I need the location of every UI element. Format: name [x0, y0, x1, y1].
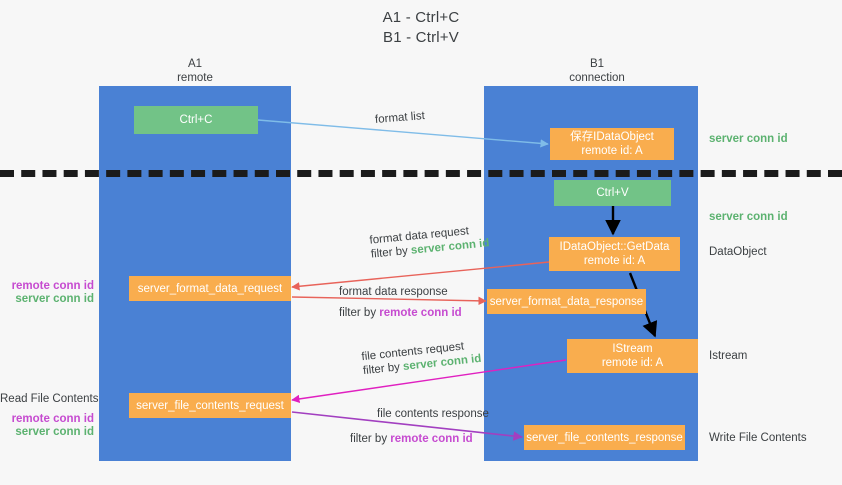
- side-label-remote-conn-id-lower: remote conn id: [11, 413, 94, 425]
- phase-separator: [0, 170, 842, 177]
- page-title: A1 - Ctrl+C B1 - Ctrl+V: [0, 8, 842, 48]
- side-label-read-file-contents: Read File Contents: [0, 393, 99, 405]
- node-save-idataobject-remote-id: remote id: A: [581, 145, 643, 157]
- side-label-server-conn-id-upper: server conn id: [15, 293, 94, 305]
- side-label-server-conn-id-second: server conn id: [709, 211, 788, 223]
- side-label-remote-conn-id-upper: remote conn id: [11, 280, 94, 292]
- lane-a1-name: A1: [187, 58, 203, 70]
- node-istream-label: IStream: [612, 343, 653, 355]
- node-server-file-contents-request-label: server_file_contents_request: [136, 399, 284, 412]
- side-label-server-conn-id-lower: server conn id: [15, 426, 94, 438]
- node-ctrl-c[interactable]: Ctrl+C: [134, 106, 258, 134]
- node-save-idataobject[interactable]: 保存IDataObject remote id: A: [550, 128, 674, 160]
- node-istream[interactable]: IStream remote id: A: [567, 339, 698, 373]
- node-server-file-contents-response[interactable]: server_file_contents_response: [524, 425, 685, 450]
- edge-label-fcrs-line1: file contents response: [377, 408, 489, 420]
- title-line-2: B1 - Ctrl+V: [383, 29, 459, 46]
- wire-file-contents-response: [291, 411, 523, 441]
- edge-label-fdrs-line2: filter by remote conn id: [339, 306, 462, 320]
- side-label-server-conn-id-top: server conn id: [709, 133, 788, 145]
- edge-label-fdrs-prefix: filter by: [339, 307, 380, 319]
- side-label-dataobject: DataObject: [709, 246, 767, 258]
- edge-label-fdrs-key: remote conn id: [379, 307, 462, 319]
- node-server-file-contents-request[interactable]: server_file_contents_request: [129, 393, 291, 418]
- node-getdata-label: IDataObject::GetData: [559, 241, 670, 253]
- lane-header-b1: B1 connection: [517, 57, 677, 85]
- lane-header-a1: A1 remote: [115, 57, 275, 85]
- wire-format-list: [257, 119, 549, 148]
- node-save-idataobject-label: 保存IDataObject: [570, 131, 654, 143]
- node-server-format-data-response-label: server_format_data_response: [489, 295, 644, 308]
- node-server-file-contents-response-label: server_file_contents_response: [526, 431, 683, 444]
- edge-label-fdr-prefix: filter by: [370, 244, 412, 261]
- edge-label-file-contents-response: file contents response filter by remote …: [350, 407, 489, 446]
- node-ctrl-c-label: Ctrl+C: [179, 114, 213, 126]
- node-server-format-data-response[interactable]: server_format_data_response: [487, 289, 646, 314]
- wire-format-data-response: [291, 296, 487, 306]
- side-label-write-file-contents: Write File Contents: [709, 432, 807, 444]
- edge-label-fcrs-key: remote conn id: [390, 433, 473, 445]
- lane-b1-sub: connection: [569, 72, 625, 84]
- node-idataobject-getdata[interactable]: IDataObject::GetData remote id: A: [549, 237, 680, 271]
- node-server-format-data-request-label: server_format_data_request: [137, 282, 283, 295]
- wire-format-data-request: [291, 261, 550, 291]
- lane-a1-sub: remote: [177, 72, 213, 84]
- lane-b1-name: B1: [589, 58, 605, 70]
- node-server-format-data-request[interactable]: server_format_data_request: [129, 276, 291, 301]
- side-label-istream: Istream: [709, 350, 748, 362]
- node-ctrl-v-label: Ctrl+V: [596, 187, 629, 199]
- node-ctrl-v[interactable]: Ctrl+V: [554, 180, 671, 206]
- node-istream-remote-id: remote id: A: [601, 357, 664, 369]
- edge-label-format-data-response: format data response filter by remote co…: [339, 285, 462, 320]
- title-line-1: A1 - Ctrl+C: [382, 9, 460, 26]
- node-getdata-remote-id: remote id: A: [583, 255, 646, 267]
- edge-label-fdrs-line1: format data response: [339, 286, 448, 298]
- edge-label-fcrs-prefix: filter by: [350, 433, 391, 445]
- wire-file-contents-request: [291, 359, 567, 404]
- edge-label-fcrs-line2: filter by remote conn id: [350, 432, 489, 446]
